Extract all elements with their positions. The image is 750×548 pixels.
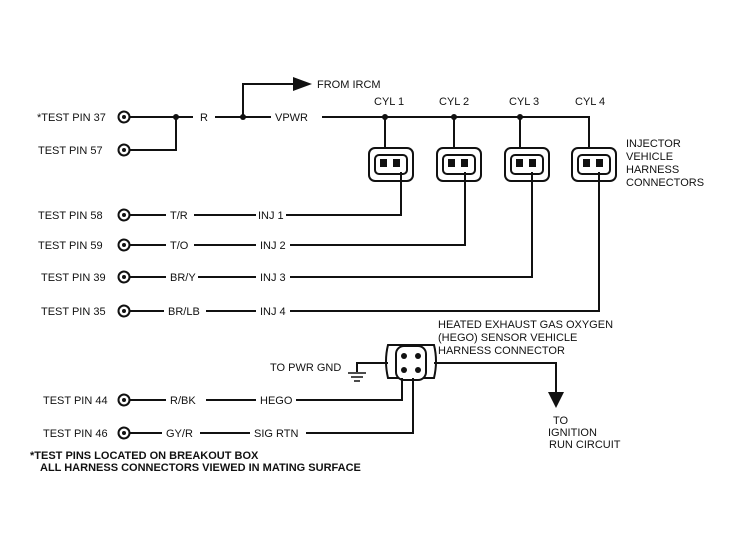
- note-line-1: *TEST PINS LOCATED ON BREAKOUT BOX: [30, 450, 259, 462]
- sig-rtn-label: SIG RTN: [254, 428, 298, 440]
- test-pin-59-label: TEST PIN 59: [38, 240, 103, 252]
- test-pin-35-terminal: [117, 304, 131, 318]
- hego-label-line-1: HEATED EXHAUST GAS OXYGEN: [438, 319, 613, 331]
- inj-1-label: INJ 1: [258, 210, 284, 222]
- hego-signal-label: HEGO: [260, 395, 293, 407]
- inj-2-wire-color: T/O: [170, 240, 189, 252]
- test-pin-46-label: TEST PIN 46: [43, 428, 108, 440]
- from-ircm-arrow: [293, 77, 312, 91]
- test-pin-35-label: TEST PIN 35: [41, 306, 106, 318]
- inj-1-wire-c: [286, 172, 402, 216]
- injector-connector-cyl-3: [504, 147, 550, 182]
- test-pin-44-label: TEST PIN 44: [43, 395, 108, 407]
- injector-label-line-1: INJECTOR: [626, 138, 681, 150]
- inj-2-wire-c: [290, 172, 466, 246]
- inj-4-wire-color: BR/LB: [168, 306, 200, 318]
- ignition-label-line-1: TO: [553, 415, 569, 427]
- note-line-2: ALL HARNESS CONNECTORS VIEWED IN MATING …: [40, 462, 361, 474]
- hego-label-line-2: (HEGO) SENSOR VEHICLE: [438, 332, 577, 344]
- injector-label-line-4: CONNECTORS: [626, 177, 704, 189]
- injector-label-line-3: HARNESS: [626, 164, 679, 176]
- inj-4-label: INJ 4: [260, 306, 286, 318]
- test-pin-37-label: *TEST PIN 37: [37, 112, 106, 124]
- cyl-1-label: CYL 1: [374, 96, 404, 108]
- vpwr-label: VPWR: [275, 112, 308, 124]
- injector-connector-cyl-2: [436, 147, 482, 182]
- splice-node: [451, 114, 457, 120]
- ignition-arrow: [548, 392, 564, 408]
- test-pin-44-terminal: [117, 393, 131, 407]
- test-pin-39-label: TEST PIN 39: [41, 272, 106, 284]
- test-pin-57-label: TEST PIN 57: [38, 145, 103, 157]
- test-pin-58-label: TEST PIN 58: [38, 210, 103, 222]
- from-ircm-label: FROM IRCM: [317, 79, 381, 91]
- inj-1-wire-color: T/R: [170, 210, 188, 222]
- ignition-label-line-3: RUN CIRCUIT: [549, 439, 621, 451]
- injector-connector-cyl-1: [368, 147, 414, 182]
- splice-node: [173, 114, 179, 120]
- vpwr-wire-color: R: [200, 112, 208, 124]
- cyl-3-label: CYL 3: [509, 96, 539, 108]
- inj-4-wire-c: [290, 172, 600, 312]
- test-pin-39-terminal: [117, 270, 131, 284]
- test-pin-46-terminal: [117, 426, 131, 440]
- inj-3-wire-color: BR/Y: [170, 272, 196, 284]
- ground-symbol: [348, 372, 366, 382]
- vpwr-bus: [322, 116, 590, 148]
- inj-3-wire-c: [290, 172, 533, 278]
- splice-node: [382, 114, 388, 120]
- ignition-wire: [434, 362, 557, 392]
- pwr-gnd-wire: [356, 362, 388, 372]
- test-pin-58-terminal: [117, 208, 131, 222]
- hego-label-line-3: HARNESS CONNECTOR: [438, 345, 565, 357]
- test-pin-57-terminal: [117, 143, 131, 157]
- hego-wire-color: R/BK: [170, 395, 196, 407]
- test-pin-37-terminal: [117, 110, 131, 124]
- ignition-label-line-2: IGNITION: [548, 427, 597, 439]
- hego-connector: [385, 344, 437, 381]
- splice-node: [517, 114, 523, 120]
- from-ircm-wire: [242, 83, 293, 117]
- inj-3-label: INJ 3: [260, 272, 286, 284]
- sig-rtn-wire-color: GY/R: [166, 428, 193, 440]
- sig-rtn-wire-c: [306, 378, 414, 434]
- pwr-gnd-label: TO PWR GND: [270, 362, 341, 374]
- hego-wire-c: [296, 378, 403, 401]
- cyl-2-label: CYL 2: [439, 96, 469, 108]
- injector-label-line-2: VEHICLE: [626, 151, 673, 163]
- pin-57-wire: [130, 117, 177, 151]
- cyl-4-label: CYL 4: [575, 96, 605, 108]
- inj-2-label: INJ 2: [260, 240, 286, 252]
- test-pin-59-terminal: [117, 238, 131, 252]
- injector-connector-cyl-4: [571, 147, 617, 182]
